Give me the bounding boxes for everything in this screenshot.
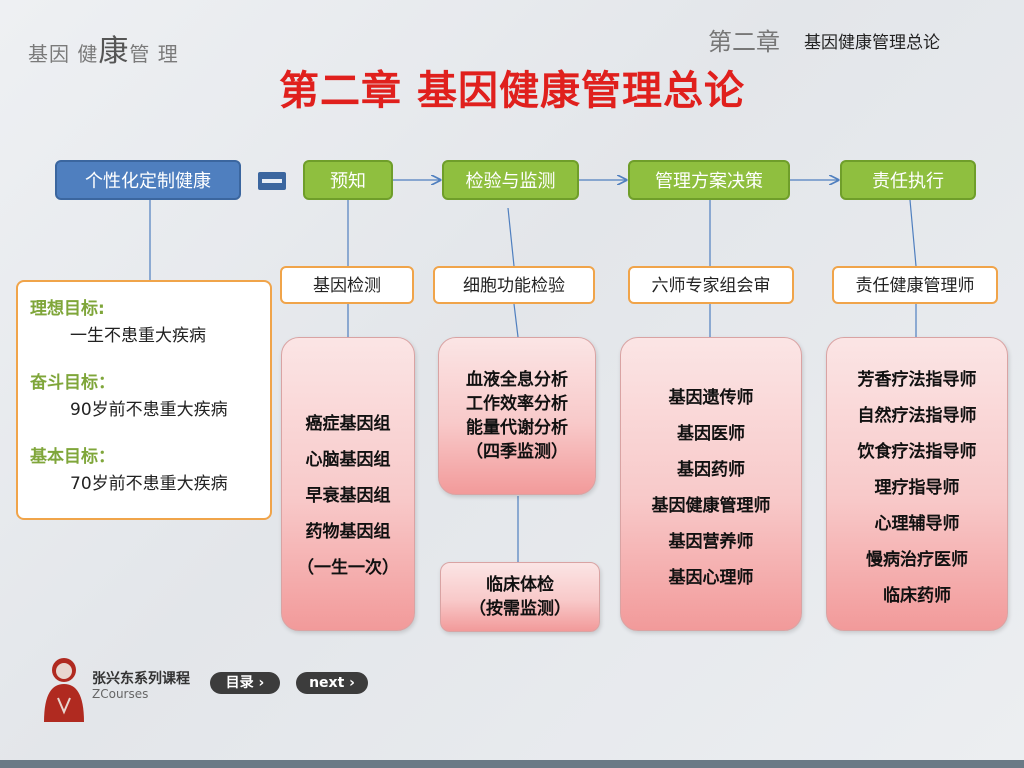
sub-label-expert-review: 六师专家组会审 — [628, 266, 794, 304]
sub-label-cell-test: 细胞功能检验 — [433, 266, 595, 304]
menu-button[interactable]: 目录 › — [210, 672, 280, 694]
course-logo: 基因 健康管 理 — [28, 26, 179, 70]
flow-step-testing: 检验与监测 — [442, 160, 579, 200]
footer-bar — [0, 760, 1024, 768]
goal-value: 70岁前不患重大疾病 — [70, 474, 228, 494]
list-item: 饮食疗法指导师 — [857, 442, 977, 462]
goal-value: 90岁前不患重大疾病 — [70, 400, 228, 420]
flow-step-predict: 预知 — [303, 160, 393, 200]
flow-step-decision: 管理方案决策 — [628, 160, 790, 200]
list-item: 基因医师 — [677, 424, 745, 444]
list-item: 基因营养师 — [668, 532, 754, 552]
flow-start-box: 个性化定制健康 — [55, 160, 241, 200]
list-item: 能量代谢分析 — [466, 418, 568, 438]
list-item: 基因健康管理师 — [651, 496, 771, 516]
goal-head: 理想目标: — [30, 299, 105, 319]
course-brand-sub: ZCourses — [92, 687, 149, 701]
list-item: 基因遗传师 — [668, 388, 754, 408]
logo-text-2: 康 — [98, 34, 130, 69]
course-brand: 张兴东系列课程 — [92, 671, 190, 687]
card-health-managers: 芳香疗法指导师 自然疗法指导师 饮食疗法指导师 理疗指导师 心理辅导师 慢病治疗… — [826, 337, 1008, 631]
page-title: 第二章 基因健康管理总论 — [279, 68, 745, 114]
list-item: 芳香疗法指导师 — [857, 370, 977, 390]
goals-box: 理想目标: 一生不患重大疾病 奋斗目标： 90岁前不患重大疾病 基本目标： 70… — [16, 280, 272, 520]
goal-head: 基本目标： — [30, 447, 115, 467]
list-item: 工作效率分析 — [466, 394, 568, 414]
list-item: 早衰基因组 — [305, 486, 391, 506]
list-item: 自然疗法指导师 — [857, 406, 977, 426]
list-item: 血液全息分析 — [466, 370, 568, 390]
equals-icon — [258, 172, 286, 190]
sub-label-health-manager: 责任健康管理师 — [832, 266, 998, 304]
list-item: （按需监测） — [469, 599, 571, 619]
list-item: 基因心理师 — [668, 568, 754, 588]
logo-text-1: 基因 健 — [28, 42, 99, 66]
list-item: （四季监测） — [466, 442, 568, 462]
list-item: 理疗指导师 — [874, 478, 960, 498]
card-expert-team: 基因遗传师 基因医师 基因药师 基因健康管理师 基因营养师 基因心理师 — [620, 337, 802, 631]
list-item: 癌症基因组 — [305, 414, 391, 434]
list-item: 基因药师 — [677, 460, 745, 480]
list-item: 心脑基因组 — [305, 450, 391, 470]
list-item: 临床体检 — [486, 575, 554, 595]
next-button[interactable]: next › — [296, 672, 368, 694]
list-item: 心理辅导师 — [874, 514, 960, 534]
card-clinical-exam: 临床体检 （按需监测） — [440, 562, 600, 632]
list-item: 临床药师 — [883, 586, 951, 606]
goal-value: 一生不患重大疾病 — [70, 326, 206, 346]
flow-step-execution: 责任执行 — [840, 160, 976, 200]
chapter-subtitle: 基因健康管理总论 — [804, 33, 940, 53]
card-blood-analysis: 血液全息分析 工作效率分析 能量代谢分析 （四季监测） — [438, 337, 596, 495]
sub-label-gene-test: 基因检测 — [280, 266, 414, 304]
logo-text-3: 管 理 — [129, 42, 179, 66]
chapter-tag: 第二章 — [708, 28, 780, 56]
list-item: 药物基因组 — [305, 522, 391, 542]
author-avatar-icon — [44, 658, 84, 722]
list-item: 慢病治疗医师 — [866, 550, 968, 570]
goal-head: 奋斗目标： — [30, 373, 115, 393]
card-gene-groups: 癌症基因组 心脑基因组 早衰基因组 药物基因组 （一生一次） — [281, 337, 415, 631]
list-item: （一生一次） — [297, 558, 399, 578]
